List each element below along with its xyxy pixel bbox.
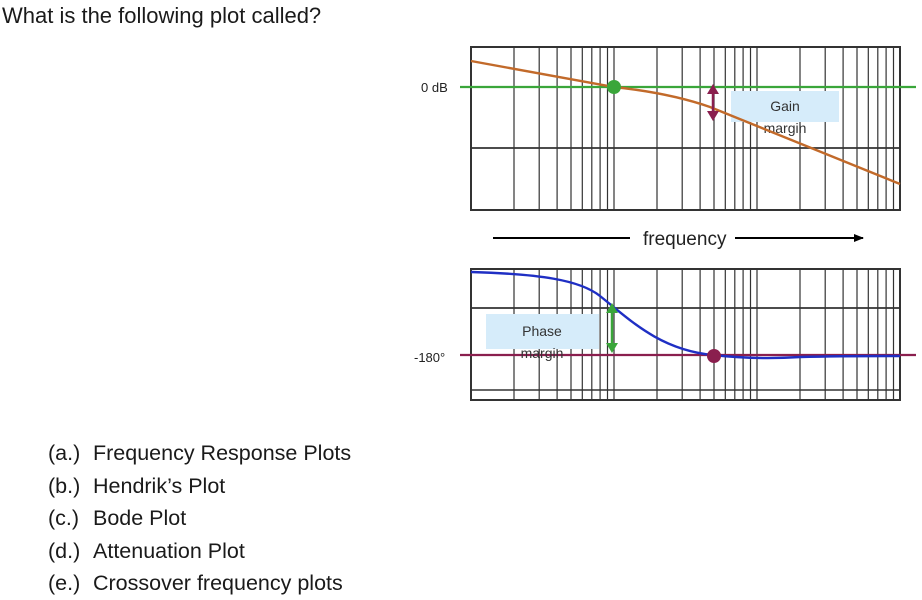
option-text: Bode Plot	[93, 506, 187, 530]
option-letter: (c.)	[48, 506, 80, 530]
option-text: Frequency Response Plots	[93, 441, 352, 465]
frequency-label: frequency	[643, 229, 727, 250]
gain-crossover-point	[607, 80, 621, 94]
gain-margin-arrow	[707, 84, 719, 121]
phase-margin-box	[486, 314, 599, 349]
option-b[interactable]: (b.) Hendrik’s Plot	[48, 470, 351, 503]
gain-margin-label-line1: Gain	[770, 98, 800, 114]
option-letter: (b.)	[48, 473, 81, 498]
magnitude-frame	[470, 46, 901, 211]
option-e[interactable]: (e.) Crossover frequency plots	[48, 567, 351, 600]
magnitude-grid	[470, 46, 901, 211]
minus-180-label: -180°	[414, 350, 445, 365]
option-letter: (e.)	[48, 571, 81, 595]
phase-crossover-point	[707, 349, 721, 363]
magnitude-curve	[470, 59, 901, 186]
option-letter: (a.)	[48, 441, 81, 465]
gain-margin-box	[731, 91, 839, 122]
phase-margin-label-line1: Phase	[522, 323, 562, 339]
phase-margin-arrow	[606, 303, 618, 353]
option-letter: (d.)	[48, 538, 81, 563]
phase-grid	[470, 268, 901, 401]
gain-margin-label-line2: margin	[764, 120, 807, 136]
option-d[interactable]: (d.) Attenuation Plot	[48, 535, 351, 568]
option-text: Attenuation Plot	[93, 538, 245, 563]
answer-options: (a.) Frequency Response Plots (b.) Hendrik…	[48, 437, 351, 600]
zero-db-label: 0 dB	[421, 80, 448, 95]
phase-margin-label-line2: margin	[521, 345, 564, 361]
option-c[interactable]: (c.) Bode Plot	[48, 502, 351, 535]
phase-frame	[470, 268, 901, 401]
option-text: Crossover frequency plots	[93, 571, 343, 595]
question-text: What is the following plot called?	[2, 3, 322, 28]
phase-curve	[470, 270, 901, 360]
option-text: Hendrik’s Plot	[93, 473, 226, 498]
option-a[interactable]: (a.) Frequency Response Plots	[48, 437, 351, 470]
